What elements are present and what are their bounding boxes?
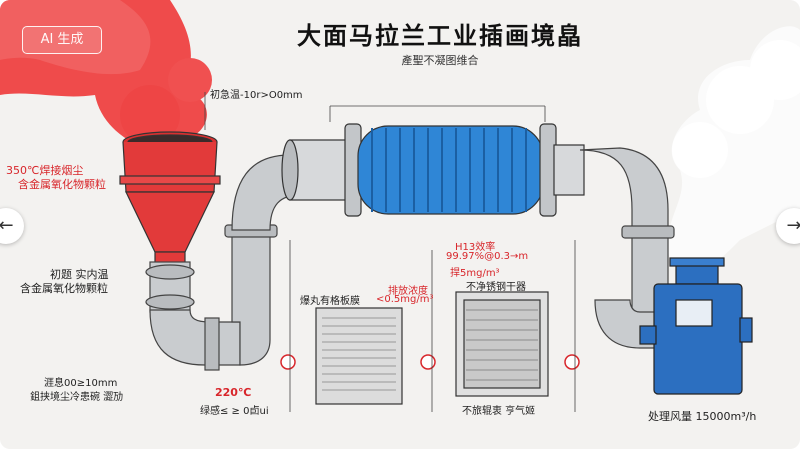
label-input-red-1: 350℃焊接烟尘 bbox=[6, 164, 84, 177]
filter-panel-right bbox=[455, 291, 549, 397]
flow-markers bbox=[280, 354, 580, 370]
main-duct bbox=[281, 123, 585, 217]
ai-generated-badge: AI 生成 bbox=[22, 26, 102, 54]
label-emission-title: 排放浓度 bbox=[388, 286, 428, 297]
label-stainless: 不净锈钢干器 bbox=[466, 282, 526, 293]
label-h13-1: H13效率 bbox=[455, 242, 496, 253]
label-temp-220: 220℃ bbox=[215, 386, 252, 399]
label-airflow: 处理风量 15000m³/h bbox=[648, 410, 757, 423]
label-h13-3: 捍5mg/m³ bbox=[450, 268, 500, 279]
label-filter1-title: 爆丸有格板膜 bbox=[300, 296, 360, 307]
label-top-temp: 初急温-10r>O0mm bbox=[210, 90, 303, 101]
page-title: 大面马拉兰工业插画境皛 bbox=[297, 22, 583, 50]
white-smoke-plume bbox=[667, 26, 800, 262]
label-bottom-left-2: 鉏挟境尘冷患碗 澀劢 bbox=[30, 392, 124, 403]
red-smoke-plume bbox=[0, 0, 212, 150]
filter-panel-left bbox=[315, 307, 403, 405]
label-mid-left-1: 初题 实内温 bbox=[50, 268, 109, 281]
red-hopper bbox=[119, 131, 221, 265]
label-h13-2: 99.97%@0.3→m bbox=[446, 251, 529, 262]
label-input-red-2: 含金属氧化物颗粒 bbox=[18, 178, 106, 191]
left-pipe bbox=[145, 154, 301, 371]
label-bottom-left-1: 涯息00≥10mm bbox=[44, 378, 118, 389]
label-filter2-bottom: 不旅辊衷 亨气姬 bbox=[462, 406, 536, 417]
leader-lines bbox=[204, 92, 576, 412]
blue-collector bbox=[639, 257, 753, 395]
next-arrow-icon[interactable]: → bbox=[776, 208, 800, 244]
label-emission-value: <0.5mg/m³ bbox=[376, 294, 434, 305]
label-bottom-center: 绿感≤ ≥ 0卣ui bbox=[200, 406, 269, 417]
page-subtitle: 產聖不凝图维合 bbox=[401, 54, 479, 67]
label-mid-left-2: 含金属氧化物颗粒 bbox=[20, 282, 108, 295]
